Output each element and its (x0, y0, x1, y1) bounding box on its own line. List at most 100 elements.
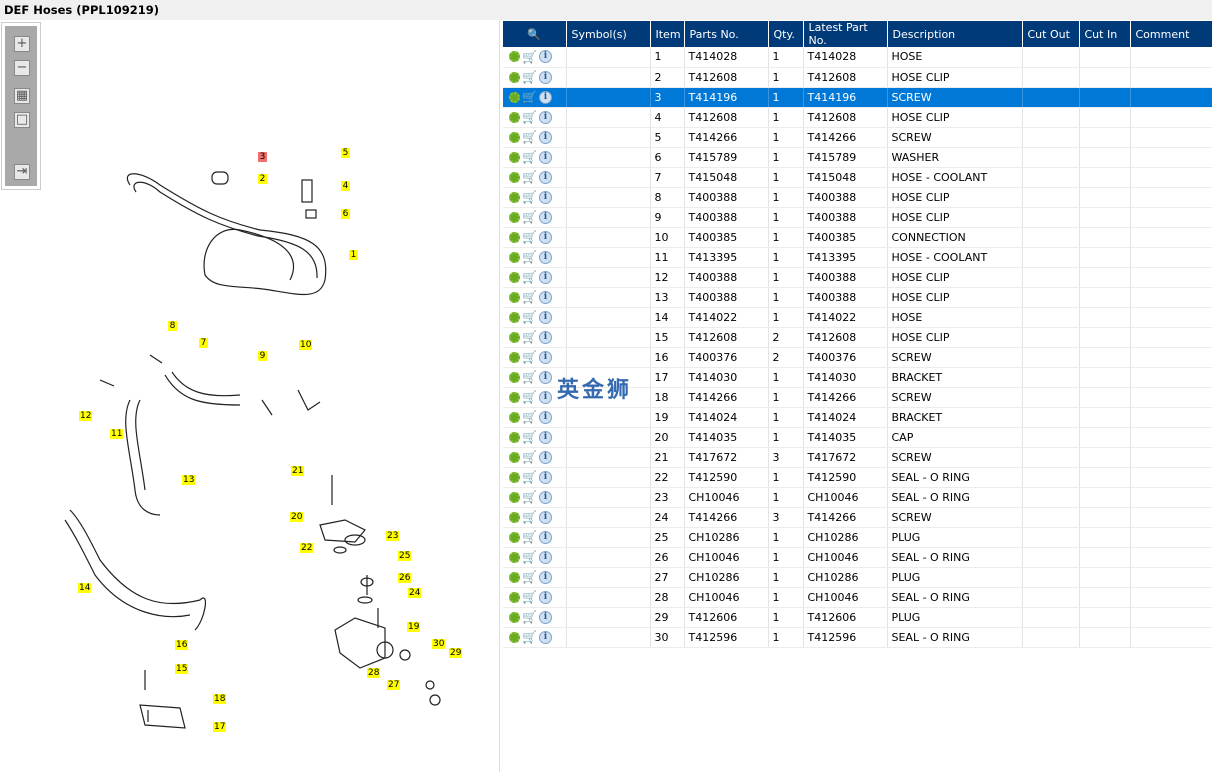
cart-icon[interactable]: 🛒 (522, 270, 537, 284)
info-icon[interactable]: i (538, 450, 552, 464)
table-row[interactable]: 🛒i 15 T412608 2 T412608 HOSE CLIP (503, 327, 1212, 348)
cart-icon[interactable]: 🛒 (522, 250, 537, 264)
info-icon[interactable]: i (538, 410, 552, 424)
table-row[interactable]: 🛒i 4 T412608 1 T412608 HOSE CLIP (503, 107, 1212, 128)
gear-icon[interactable] (509, 51, 520, 63)
gear-icon[interactable] (509, 431, 520, 443)
callout-10[interactable]: 10 (299, 340, 313, 350)
callout-2[interactable]: 2 (258, 174, 267, 184)
table-row[interactable]: 🛒i 11 T413395 1 T413395 HOSE - COOLANT (503, 247, 1212, 268)
gear-icon[interactable] (509, 291, 520, 303)
gear-icon[interactable] (509, 571, 520, 583)
info-icon[interactable]: i (538, 230, 552, 244)
cart-icon[interactable]: 🛒 (522, 390, 537, 404)
info-icon[interactable]: i (538, 90, 552, 104)
callout-22[interactable]: 22 (300, 543, 314, 553)
callout-1[interactable]: 1 (349, 250, 358, 260)
table-row[interactable]: 🛒i 22 T412590 1 T412590 SEAL - O RING (503, 467, 1212, 488)
callout-21[interactable]: 21 (291, 466, 305, 476)
gear-icon[interactable] (509, 131, 520, 143)
cart-icon[interactable]: 🛒 (522, 210, 537, 224)
gear-icon[interactable] (509, 531, 520, 543)
table-row[interactable]: 🛒i 13 T400388 1 T400388 HOSE CLIP (503, 287, 1212, 308)
gear-icon[interactable] (509, 71, 520, 83)
cart-icon[interactable]: 🛒 (522, 610, 537, 624)
info-icon[interactable]: i (538, 210, 552, 224)
table-row[interactable]: 🛒i 10 T400385 1 T400385 CONNECTION (503, 227, 1212, 248)
cart-icon[interactable]: 🛒 (522, 450, 537, 464)
table-row[interactable]: 🛒i 28 CH10046 1 CH10046 SEAL - O RING (503, 587, 1212, 608)
table-row[interactable]: 🛒i 21 T417672 3 T417672 SCREW (503, 447, 1212, 468)
info-icon[interactable]: i (538, 170, 552, 184)
table-row[interactable]: 🛒i 5 T414266 1 T414266 SCREW (503, 127, 1212, 148)
cart-icon[interactable]: 🛒 (522, 190, 537, 204)
info-icon[interactable]: i (538, 110, 552, 124)
info-icon[interactable]: i (538, 330, 552, 344)
callout-3[interactable]: 3 (258, 152, 267, 162)
gear-icon[interactable] (509, 591, 520, 603)
info-icon[interactable]: i (538, 570, 552, 584)
callout-24[interactable]: 24 (408, 588, 422, 598)
info-icon[interactable]: i (538, 250, 552, 264)
info-icon[interactable]: i (538, 50, 552, 64)
export-button[interactable]: ⇥ (14, 164, 30, 180)
table-row[interactable]: 🛒i 23 CH10046 1 CH10046 SEAL - O RING (503, 487, 1212, 508)
gear-icon[interactable] (509, 611, 520, 623)
callout-7[interactable]: 7 (199, 338, 208, 348)
gear-icon[interactable] (509, 91, 520, 103)
info-icon[interactable]: i (538, 370, 552, 384)
callout-19[interactable]: 19 (407, 622, 421, 632)
info-icon[interactable]: i (538, 270, 552, 284)
table-row[interactable]: 🛒i 2 T412608 1 T412608 HOSE CLIP (503, 67, 1212, 88)
callout-17[interactable]: 17 (213, 722, 227, 732)
fit-to-window-button[interactable]: ▦ (14, 88, 30, 104)
info-icon[interactable]: i (538, 530, 552, 544)
table-row[interactable]: 🛒i 17 T414030 1 T414030 BRACKET (503, 367, 1212, 388)
gear-icon[interactable] (509, 411, 520, 423)
column-header-cut-out[interactable]: Cut Out (1022, 21, 1080, 47)
callout-18[interactable]: 18 (213, 694, 227, 704)
gear-icon[interactable] (509, 631, 520, 643)
table-row[interactable]: 🛒i 26 CH10046 1 CH10046 SEAL - O RING (503, 547, 1212, 568)
cart-icon[interactable]: 🛒 (522, 570, 537, 584)
info-icon[interactable]: i (538, 430, 552, 444)
table-row[interactable]: 🛒i 24 T414266 3 T414266 SCREW (503, 507, 1212, 528)
gear-icon[interactable] (509, 311, 520, 323)
gear-icon[interactable] (509, 371, 520, 383)
column-header-search[interactable]: 🔍 (503, 21, 567, 47)
gear-icon[interactable] (509, 191, 520, 203)
callout-29[interactable]: 29 (449, 648, 463, 658)
table-row[interactable]: 🛒i 14 T414022 1 T414022 HOSE (503, 307, 1212, 328)
callout-15[interactable]: 15 (175, 664, 189, 674)
cart-icon[interactable]: 🛒 (522, 230, 537, 244)
table-row[interactable]: 🛒i 12 T400388 1 T400388 HOSE CLIP (503, 267, 1212, 288)
cart-icon[interactable]: 🛒 (522, 550, 537, 564)
info-icon[interactable]: i (538, 490, 552, 504)
callout-25[interactable]: 25 (398, 551, 412, 561)
zoom-in-button[interactable]: + (14, 36, 30, 52)
info-icon[interactable]: i (538, 610, 552, 624)
info-icon[interactable]: i (538, 70, 552, 84)
table-row[interactable]: 🛒i 16 T400376 2 T400376 SCREW (503, 347, 1212, 368)
table-row[interactable]: 🛒i 7 T415048 1 T415048 HOSE - COOLANT (503, 167, 1212, 188)
info-icon[interactable]: i (538, 310, 552, 324)
table-row[interactable]: 🛒i 8 T400388 1 T400388 HOSE CLIP (503, 187, 1212, 208)
callout-20[interactable]: 20 (290, 512, 304, 522)
gear-icon[interactable] (509, 551, 520, 563)
cart-icon[interactable]: 🛒 (522, 330, 537, 344)
zoom-out-button[interactable]: − (14, 60, 30, 76)
column-header-symbols[interactable]: Symbol(s) (566, 21, 651, 47)
cart-icon[interactable]: 🛒 (522, 130, 537, 144)
gear-icon[interactable] (509, 111, 520, 123)
table-row[interactable]: 🛒i 19 T414024 1 T414024 BRACKET (503, 407, 1212, 428)
cart-icon[interactable]: 🛒 (522, 90, 537, 104)
cart-icon[interactable]: 🛒 (522, 310, 537, 324)
cart-icon[interactable]: 🛒 (522, 510, 537, 524)
callout-14[interactable]: 14 (78, 583, 92, 593)
info-icon[interactable]: i (538, 630, 552, 644)
gear-icon[interactable] (509, 211, 520, 223)
cart-icon[interactable]: 🛒 (522, 530, 537, 544)
info-icon[interactable]: i (538, 590, 552, 604)
gear-icon[interactable] (509, 391, 520, 403)
info-icon[interactable]: i (538, 470, 552, 484)
